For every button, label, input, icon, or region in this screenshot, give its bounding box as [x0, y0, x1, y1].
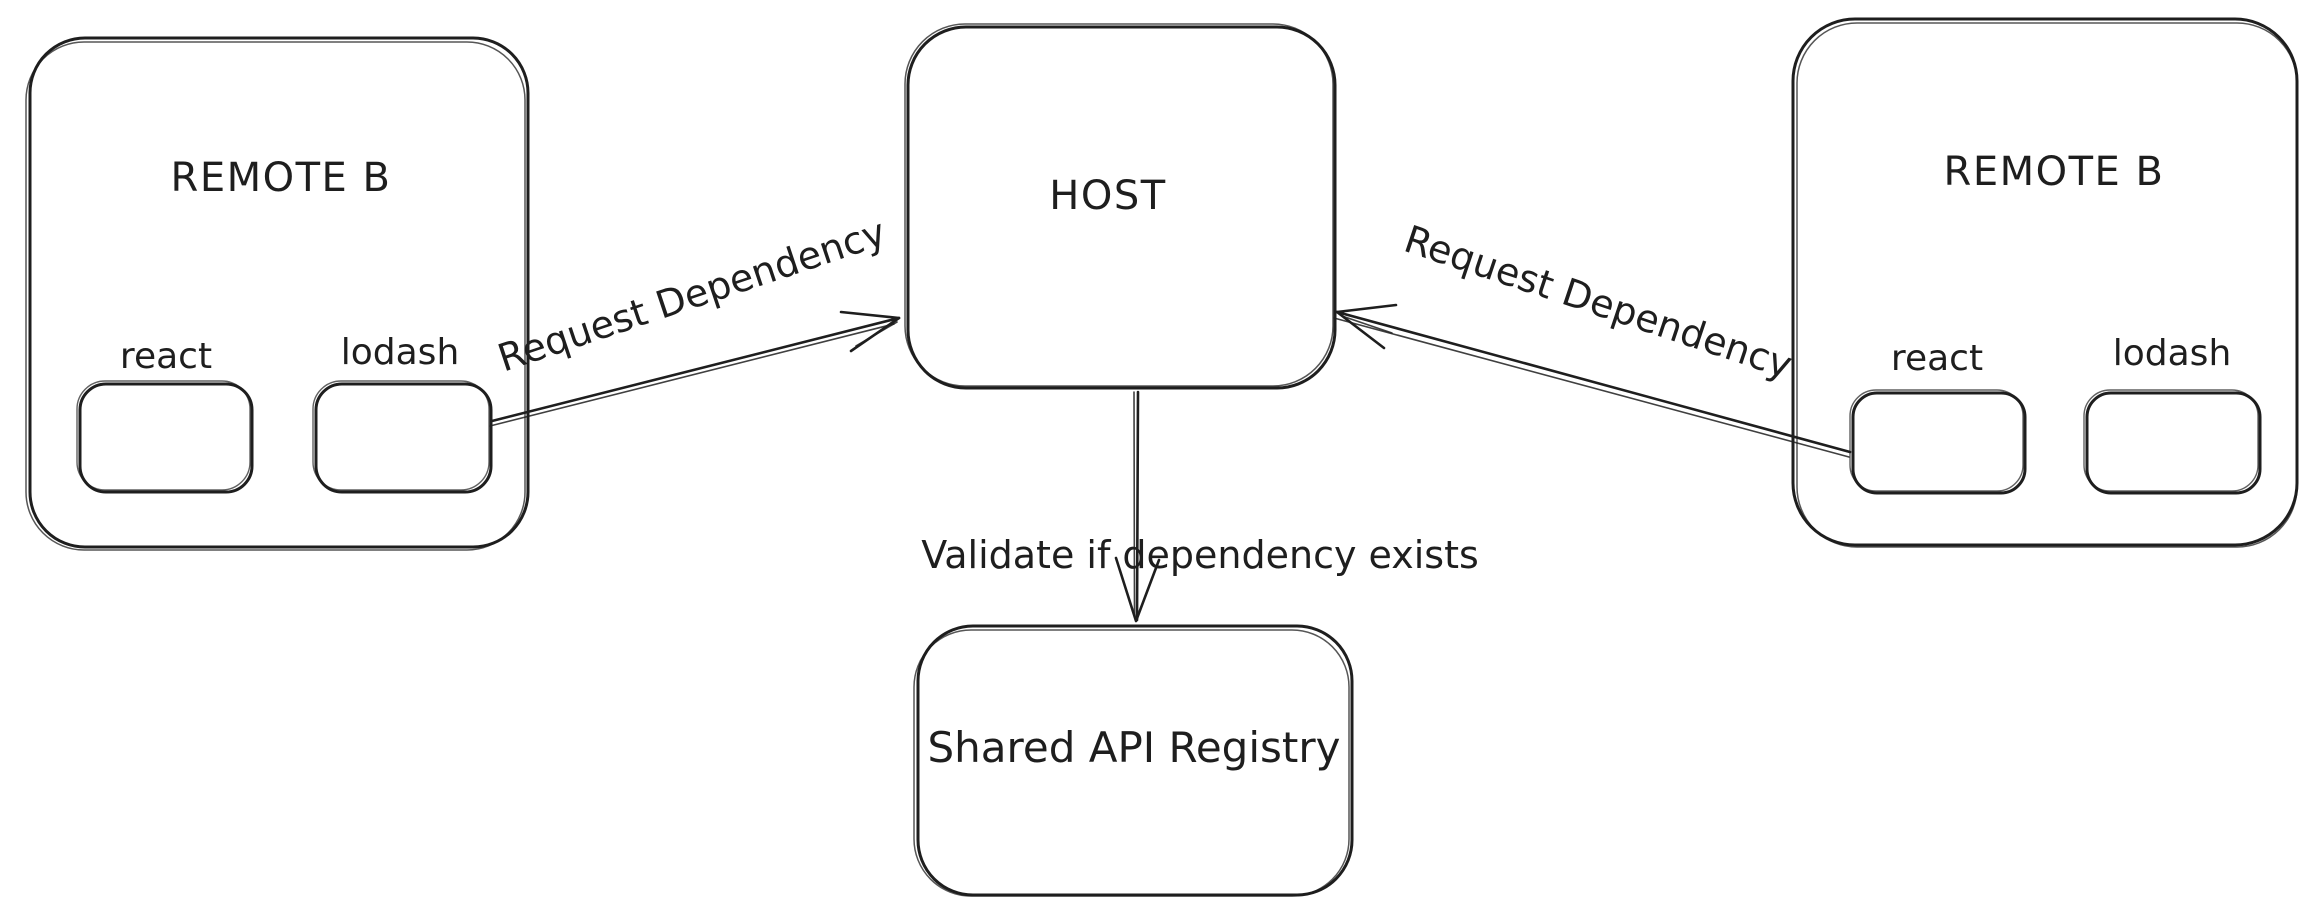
validate-dependency-arrow — [1114, 390, 1161, 623]
react-left-box-sketch — [76, 380, 251, 491]
react-right-label: react — [1890, 338, 1984, 380]
react-right-box-sketch — [1849, 389, 2024, 492]
react-left-box — [78, 382, 254, 494]
host-box — [906, 25, 1337, 390]
react-left-label: react — [119, 336, 213, 378]
lodash-left-box — [314, 382, 493, 494]
react-right-box — [1851, 391, 2027, 495]
remote-b-right-box-sketch — [1796, 22, 2298, 548]
shared-api-registry-title: Shared API Registry — [927, 722, 1341, 772]
request-dependency-left-arrow — [489, 310, 901, 427]
lodash-left-box-sketch — [312, 380, 490, 491]
remote-b-right-title: REMOTE B — [1943, 149, 2165, 195]
remote-b-left-box-sketch — [25, 41, 526, 551]
lodash-right-box — [2085, 391, 2262, 495]
lodash-left-label: lodash — [340, 332, 460, 374]
validate-dependency-label: Validate if dependency exists — [921, 533, 1479, 578]
shared-api-registry-box — [916, 624, 1354, 897]
remote-b-left-box — [28, 36, 530, 549]
host-title: HOST — [1049, 173, 1167, 219]
lodash-right-box-sketch — [2083, 389, 2259, 492]
host-box-sketch — [904, 23, 1334, 387]
remote-b-left-title: REMOTE B — [170, 155, 392, 201]
lodash-right-label: lodash — [2112, 333, 2232, 375]
remote-b-right-box — [1791, 17, 2299, 547]
request-dependency-right-arrow — [1333, 303, 1852, 458]
shared-api-registry-box-sketch — [913, 629, 1350, 897]
